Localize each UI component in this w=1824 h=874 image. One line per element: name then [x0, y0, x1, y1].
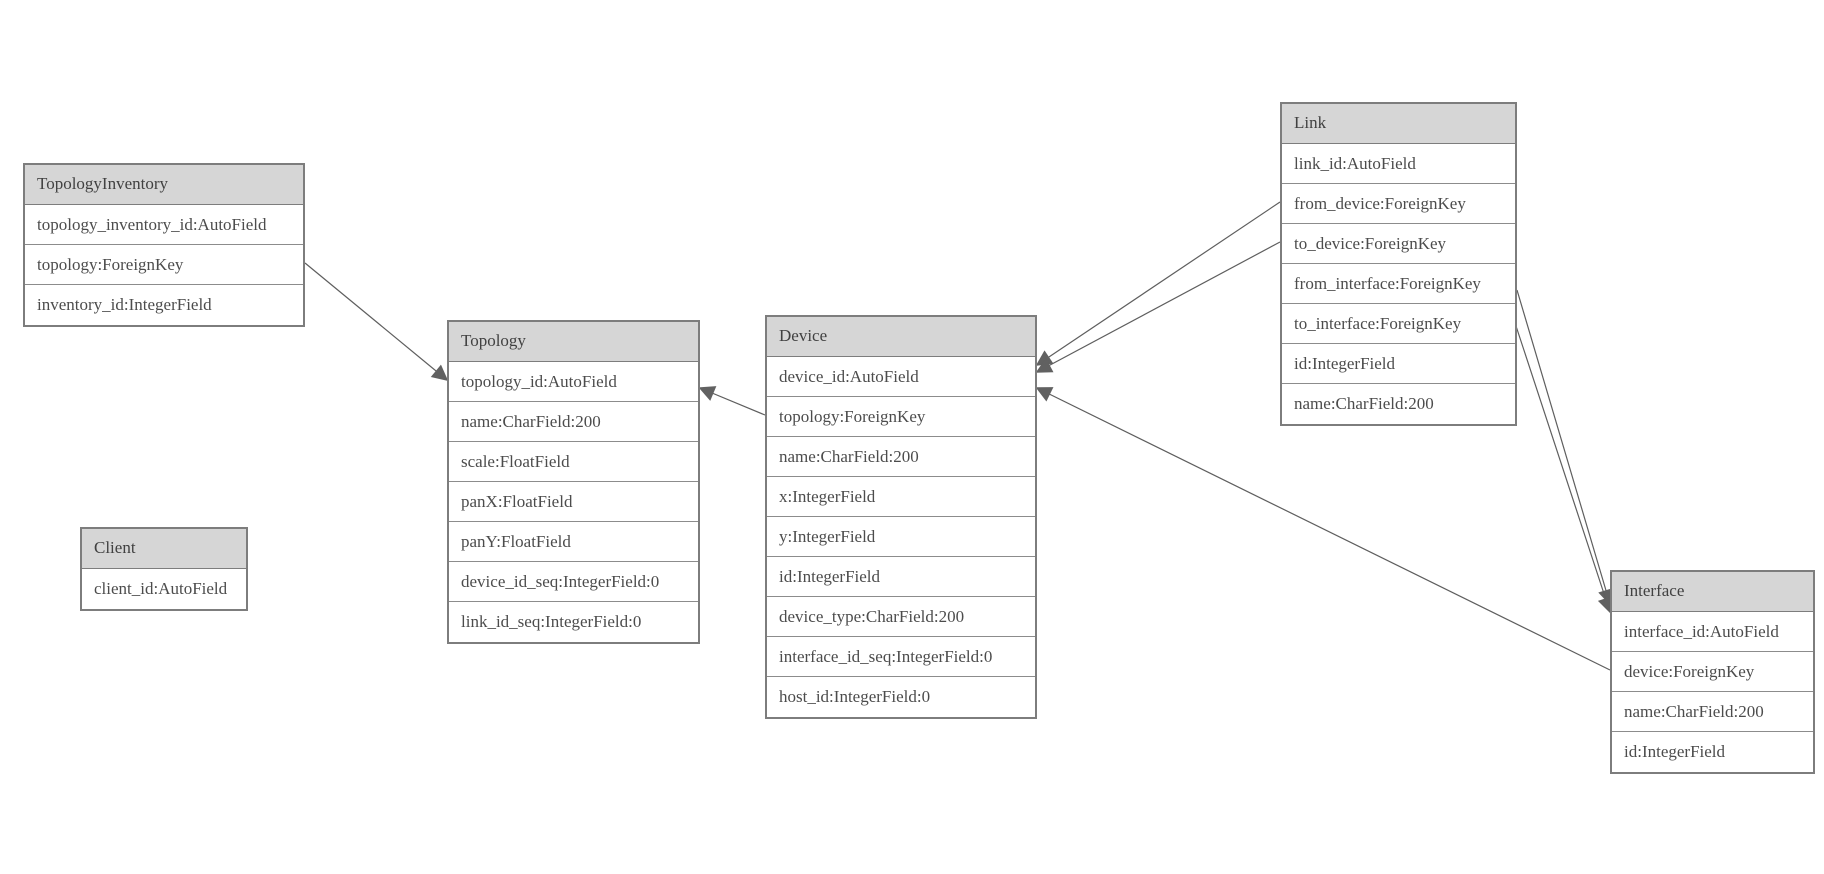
entity-field-row: device:ForeignKey: [1612, 652, 1813, 692]
edge-link-from-interface-to-interface: [1516, 289, 1614, 606]
entity-field-row: inventory_id:IntegerField: [25, 285, 303, 325]
edge-link-from-device-to-device: [1035, 201, 1281, 366]
entity-field-row: device_type:CharField:200: [767, 597, 1035, 637]
entity-field-row: device_id:AutoField: [767, 357, 1035, 397]
entity-field-row: device_id_seq:IntegerField:0: [449, 562, 698, 602]
entity-field-row: id:IntegerField: [767, 557, 1035, 597]
entity-field-row: interface_id_seq:IntegerField:0: [767, 637, 1035, 677]
entity-title-interface: Interface: [1612, 572, 1813, 612]
entity-title-client: Client: [82, 529, 246, 569]
entity-field-row: id:IntegerField: [1612, 732, 1813, 772]
entity-field-row: topology_inventory_id:AutoField: [25, 205, 303, 245]
entity-field-row: id:IntegerField: [1282, 344, 1515, 384]
entity-field-row: name:CharField:200: [449, 402, 698, 442]
entity-title-topology: Topology: [449, 322, 698, 362]
entity-field-row: host_id:IntegerField:0: [767, 677, 1035, 717]
entity-field-row: name:CharField:200: [1282, 384, 1515, 424]
edge-interface-device-to-device: [1035, 387, 1611, 671]
entity-field-row: panX:FloatField: [449, 482, 698, 522]
entity-field-row: from_device:ForeignKey: [1282, 184, 1515, 224]
entity-field-row: link_id_seq:IntegerField:0: [449, 602, 698, 642]
entity-field-row: topology:ForeignKey: [767, 397, 1035, 437]
entity-field-row: scale:FloatField: [449, 442, 698, 482]
entity-field-row: name:CharField:200: [1612, 692, 1813, 732]
entity-field-row: link_id:AutoField: [1282, 144, 1515, 184]
entity-field-row: panY:FloatField: [449, 522, 698, 562]
edge-device-topology-to-topology: [698, 386, 766, 416]
entity-field-row: interface_id:AutoField: [1612, 612, 1813, 652]
entity-field-row: to_device:ForeignKey: [1282, 224, 1515, 264]
edge-link-to-interface-to-interface: [1515, 325, 1614, 614]
entity-field-row: from_interface:ForeignKey: [1282, 264, 1515, 304]
entity-field-row: y:IntegerField: [767, 517, 1035, 557]
entity-field-row: x:IntegerField: [767, 477, 1035, 517]
edge-link-to-device-to-device: [1035, 241, 1281, 373]
entity-field-row: name:CharField:200: [767, 437, 1035, 477]
entity-title-device: Device: [767, 317, 1035, 357]
entity-field-row: topology_id:AutoField: [449, 362, 698, 402]
edge-topologyinventory-topology-to-topology: [304, 262, 449, 382]
entity-field-row: topology:ForeignKey: [25, 245, 303, 285]
entity-title-topology-inventory: TopologyInventory: [25, 165, 303, 205]
entity-field-row: to_interface:ForeignKey: [1282, 304, 1515, 344]
entity-title-link: Link: [1282, 104, 1515, 144]
entity-field-row: client_id:AutoField: [82, 569, 246, 609]
